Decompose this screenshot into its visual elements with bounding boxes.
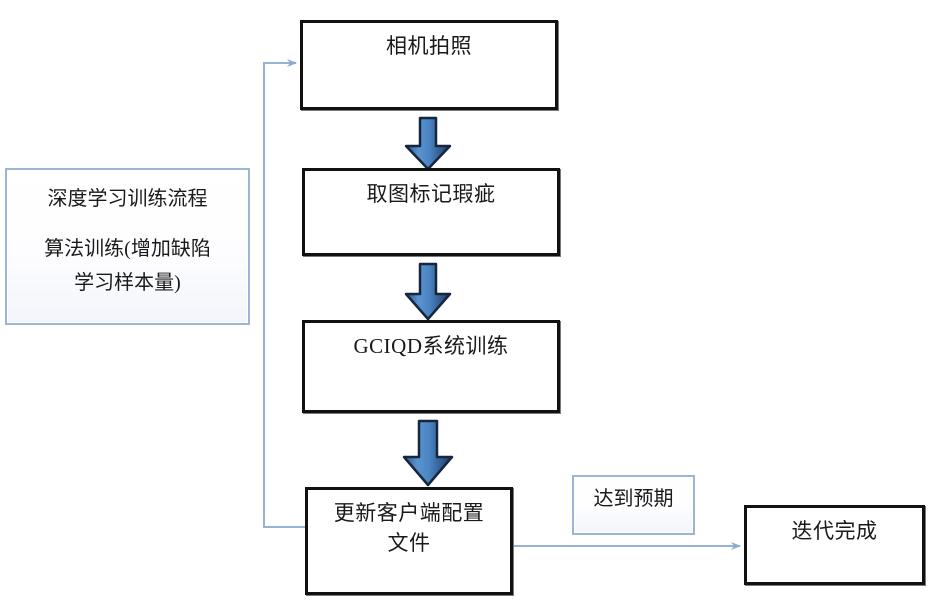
process-box-update-client-config[interactable]: 更新客户端配置 文件: [305, 487, 513, 595]
block-arrow-camera-to-mark: [404, 116, 452, 171]
process-box-update-client-config-label: 更新客户端配置 文件: [333, 501, 485, 555]
block-arrow-train-to-update: [402, 419, 454, 487]
block-arrow-mark-to-train: [404, 262, 452, 321]
process-box-iteration-complete-label: 迭代完成: [791, 519, 878, 543]
label-box-expected-reached: 达到预期: [572, 475, 695, 535]
process-box-camera[interactable]: 相机拍照: [300, 20, 558, 110]
process-box-mark-defects[interactable]: 取图标记瑕疵: [302, 168, 560, 256]
process-box-gciqd-training-label: GCIQD系统训练: [353, 334, 509, 358]
legend-line-1: 深度学习训练流程: [47, 188, 208, 210]
legend-box: 深度学习训练流程 算法训练(增加缺陷 学习样本量): [5, 168, 250, 325]
process-box-camera-label: 相机拍照: [386, 34, 472, 58]
process-box-mark-defects-label: 取图标记瑕疵: [366, 182, 496, 206]
label-box-expected-reached-label: 达到预期: [593, 488, 674, 510]
legend-line-2: 算法训练(增加缺陷 学习样本量): [44, 238, 211, 294]
process-box-iteration-complete[interactable]: 迭代完成: [744, 505, 925, 585]
feedback-loop-path: [263, 59, 305, 528]
process-box-gciqd-training[interactable]: GCIQD系统训练: [302, 320, 560, 413]
